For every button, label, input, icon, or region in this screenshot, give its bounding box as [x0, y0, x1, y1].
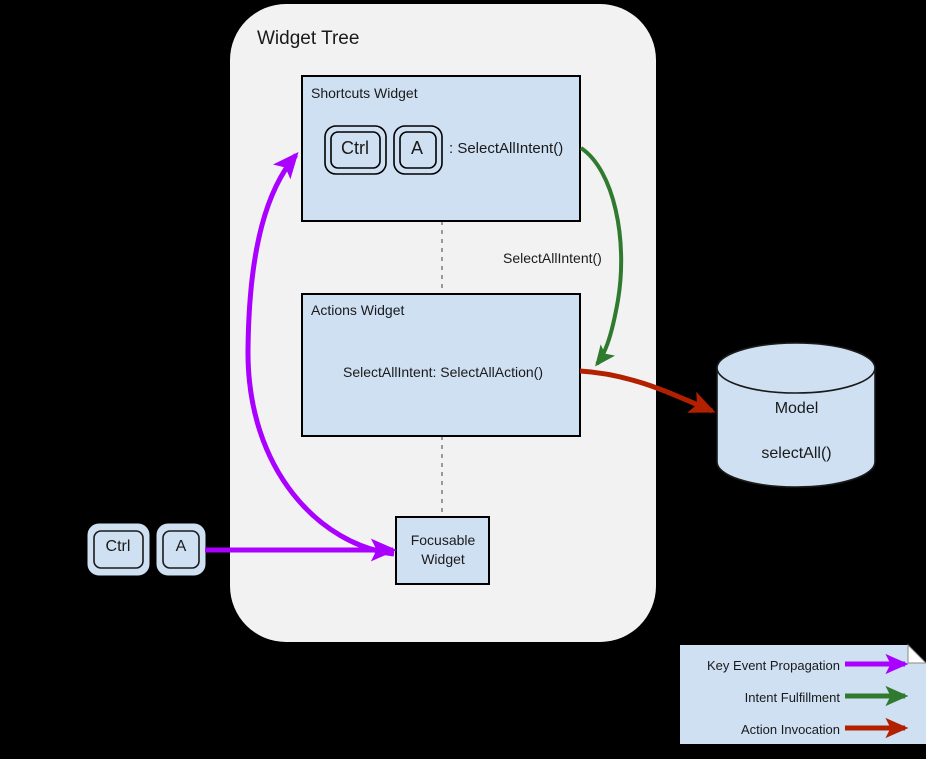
arrow-focusable-to-shortcuts: [245, 152, 395, 557]
actions-widget-label: Actions Widget: [311, 302, 405, 318]
focusable-widget-label-line2: Widget: [421, 551, 465, 567]
actions-widget-box[interactable]: [301, 293, 581, 437]
input-key-ctrl-label: Ctrl: [105, 538, 131, 555]
legend-label-key-event: Key Event Propagation: [707, 658, 840, 673]
focusable-widget-box[interactable]: [395, 516, 490, 585]
shortcuts-binding-text: : SelectAllIntent(): [449, 140, 564, 157]
model-method-label: selectAll(): [761, 445, 832, 462]
arrow-action-invocation: [579, 368, 716, 414]
shortcuts-key-a-inner: [399, 131, 437, 169]
shortcuts-key-ctrl-label: Ctrl: [341, 138, 369, 158]
shortcuts-key-ctrl-outer: [324, 125, 387, 175]
legend-box: [680, 645, 926, 744]
legend-label-intent: Intent Fulfillment: [744, 690, 840, 705]
actions-mapping-text: SelectAllIntent: SelectAllAction(): [343, 364, 543, 380]
input-key-a-label: A: [175, 538, 187, 555]
model-label: Model: [774, 400, 819, 417]
page-title: Widget Tree: [257, 28, 360, 49]
model-cylinder-top: [716, 342, 876, 394]
model-cylinder-body[interactable]: [716, 367, 876, 488]
input-key-ctrl-inner: [93, 530, 144, 569]
shortcuts-widget-box[interactable]: [301, 75, 581, 222]
edge-label-intent: SelectAllIntent(): [503, 250, 602, 266]
shortcuts-widget-label: Shortcuts Widget: [311, 85, 418, 101]
input-key-a-inner: [162, 530, 200, 569]
arrow-intent-fulfillment: [579, 146, 624, 367]
shortcuts-key-a-outer: [393, 125, 443, 175]
legend-label-action: Action Invocation: [740, 722, 840, 737]
focusable-widget-label-line1: Focusable: [410, 532, 476, 548]
shortcuts-key-a-label: A: [410, 138, 423, 158]
shortcuts-key-ctrl-inner: [330, 131, 381, 169]
